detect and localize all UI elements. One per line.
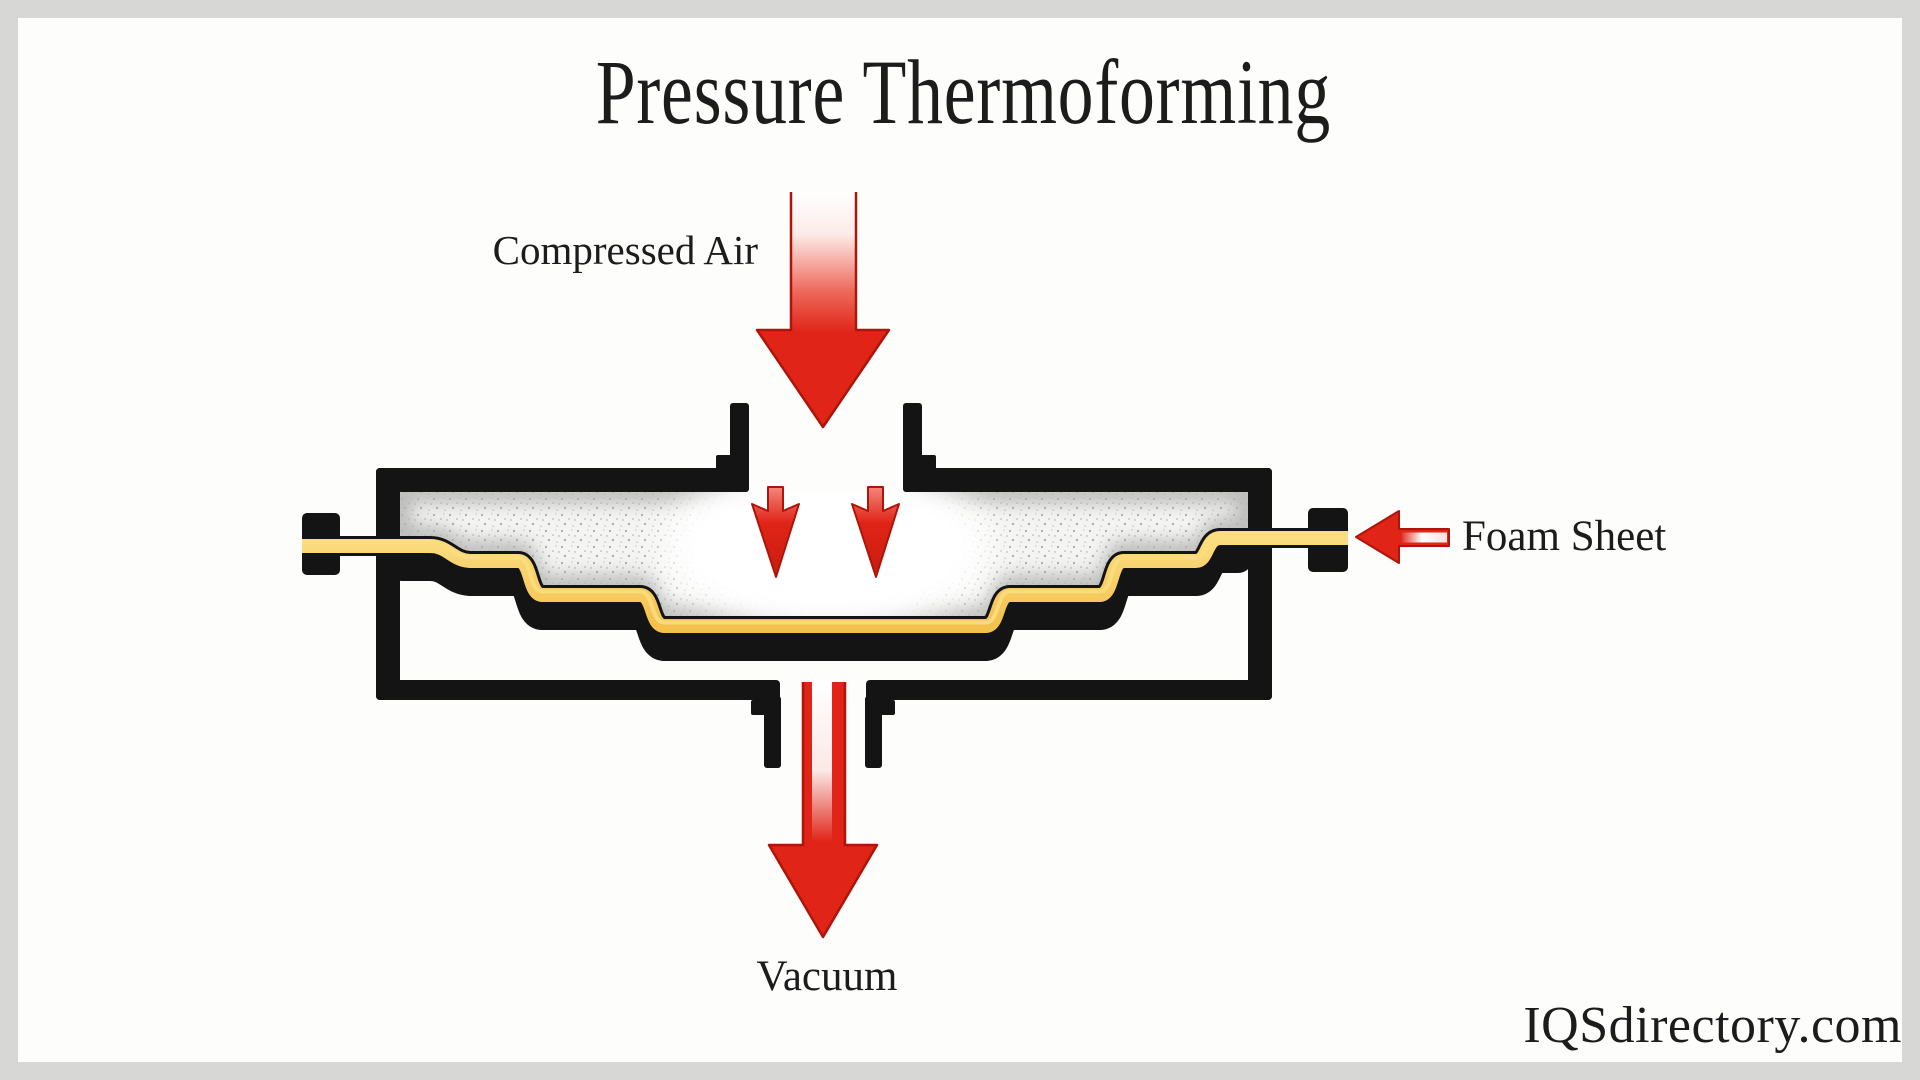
compressed-air-arrow — [755, 192, 891, 429]
vacuum-port-duct — [751, 696, 895, 768]
foam-sheet — [302, 528, 1348, 636]
vacuum-label: Vacuum — [756, 953, 898, 1000]
page-title: Pressure Thermoforming — [0, 46, 1920, 138]
chamber-right-wall — [1248, 468, 1272, 700]
vacuum-arrow — [767, 682, 879, 939]
foam-sheet-label: Foam Sheet — [1462, 513, 1667, 560]
mold-block — [387, 543, 1253, 661]
chamber-top-bar-right — [903, 468, 1272, 492]
watermark: IQSdirectory.com — [1523, 997, 1902, 1054]
chamber-bottom-bar-right — [866, 680, 1272, 700]
air-inlet-duct — [716, 403, 936, 492]
small-down-arrow-icon — [751, 486, 800, 578]
compressed-air-label: Compressed Air — [492, 227, 758, 273]
mold-chamber — [302, 403, 1348, 768]
chamber-left-wall — [376, 468, 400, 700]
chamber-top-bar-left — [376, 468, 749, 492]
chamber-bottom-bar-left — [376, 680, 780, 700]
internal-pressure-arrows — [751, 486, 900, 578]
foam-sheet-arrow — [1355, 510, 1450, 564]
small-down-arrow-icon — [851, 486, 900, 578]
page-title-text: Pressure Thermoforming — [595, 41, 1331, 143]
